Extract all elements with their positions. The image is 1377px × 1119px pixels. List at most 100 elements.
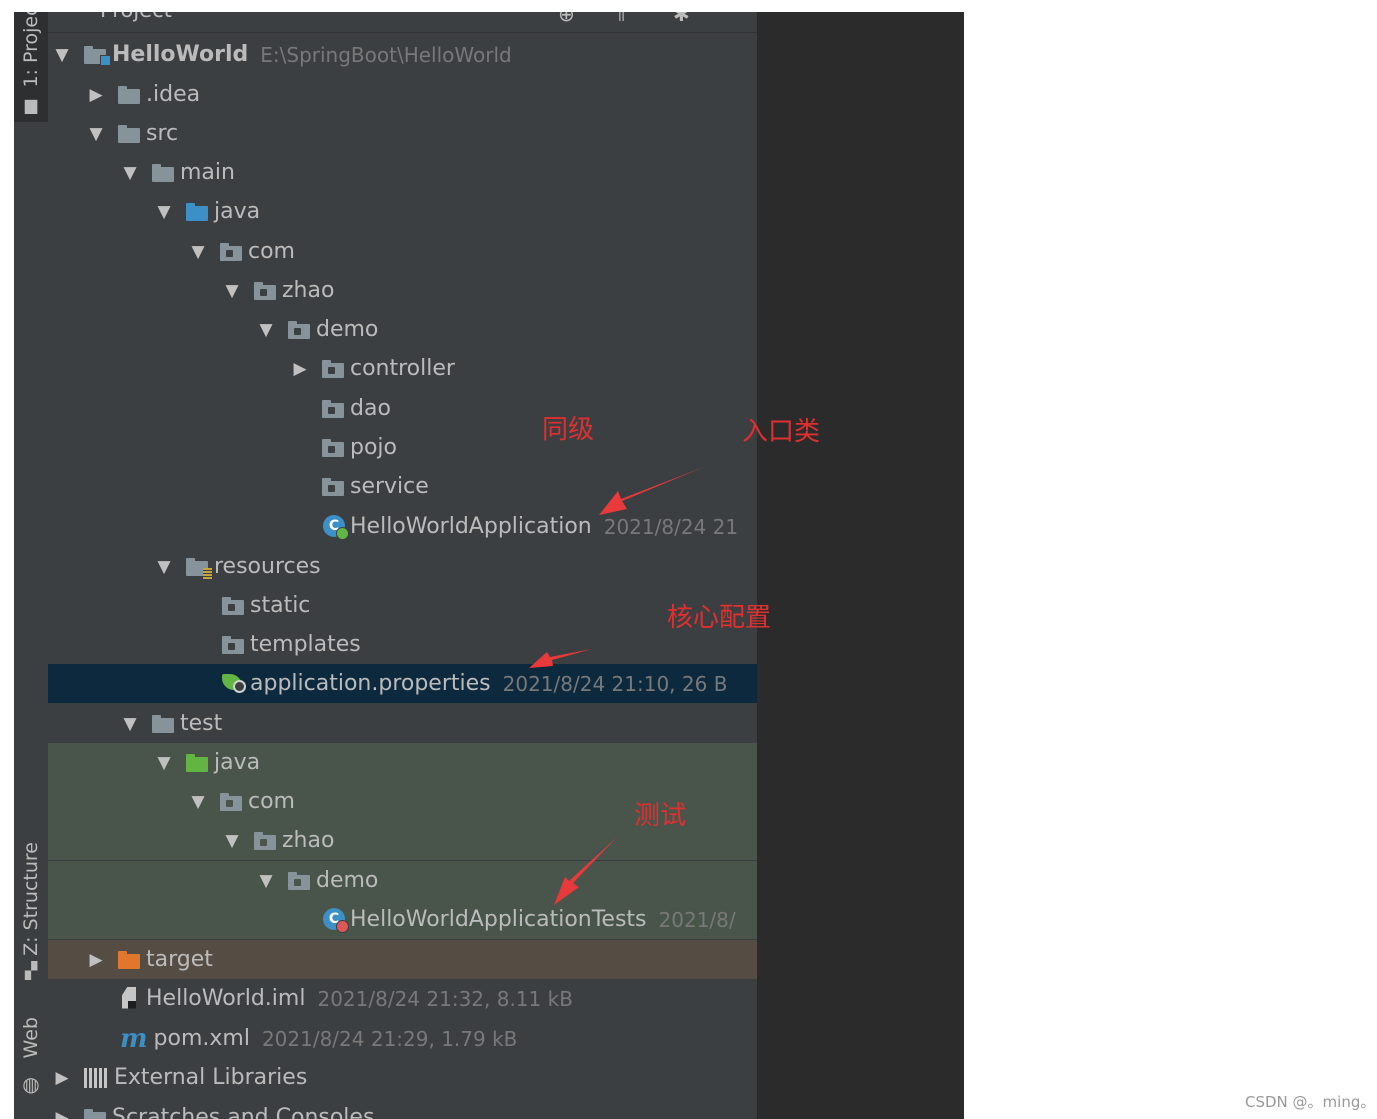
tree-label: pojo <box>350 435 397 460</box>
package-icon <box>254 281 278 300</box>
maven-icon: m <box>120 1023 148 1054</box>
expanded-arrow-icon[interactable]: ▼ <box>123 162 137 183</box>
collapsed-arrow-icon[interactable]: ▶ <box>89 949 103 970</box>
collapse-icon[interactable]: ⇑ <box>613 12 630 26</box>
expanded-arrow-icon[interactable]: ▼ <box>89 123 103 144</box>
globe-icon: ◍ <box>22 1072 40 1096</box>
expanded-arrow-icon[interactable]: ▼ <box>157 201 171 222</box>
source-folder-icon <box>186 202 210 221</box>
annotation-test: 测试 <box>634 801 687 831</box>
package-icon <box>322 359 346 378</box>
tree-label: HelloWorld.iml <box>146 986 306 1011</box>
package-icon <box>322 399 346 418</box>
collapsed-arrow-icon[interactable]: ▶ <box>89 84 103 105</box>
file-meta: 2021/8/24 21:29, 1.79 kB <box>261 1026 518 1051</box>
module-folder-icon <box>84 45 111 66</box>
arrow-entry-class <box>599 467 704 515</box>
tree-label: com <box>248 239 295 264</box>
tree-row-external-libraries[interactable]: ▶ External Libraries <box>48 1058 757 1097</box>
folder-icon <box>118 124 142 143</box>
file-meta: 2021/8/ <box>658 907 736 932</box>
tree-label: templates <box>250 632 361 657</box>
tree-row-idea[interactable]: ▶ .idea <box>48 75 757 114</box>
tree-row-test-class[interactable]: C HelloWorldApplicationTests 2021/8/ <box>48 900 757 939</box>
tree-label: zhao <box>282 828 335 853</box>
tree-row-target[interactable]: ▶ target <box>48 940 757 979</box>
annotation-core-config: 核心配置 <box>667 603 772 633</box>
tree-row-pojo[interactable]: pojo <box>48 428 757 467</box>
tree-label: test <box>180 711 223 736</box>
collapsed-arrow-icon[interactable]: ▶ <box>293 358 307 379</box>
tree-row-com-main[interactable]: ▼ com <box>48 232 757 271</box>
tree-row-service[interactable]: service <box>48 467 757 506</box>
tree-row-app-class[interactable]: C HelloWorldApplication 2021/8/24 21 <box>48 507 757 546</box>
tree-label: HelloWorldApplication <box>350 514 592 539</box>
tree-row-pom[interactable]: m pom.xml 2021/8/24 21:29, 1.79 kB <box>48 1019 757 1058</box>
locate-icon[interactable]: ⊕ <box>558 12 575 26</box>
tree-row-zhao-test[interactable]: ▼ zhao <box>48 821 757 860</box>
tree-row-test[interactable]: ▼ test <box>48 704 757 743</box>
expanded-arrow-icon[interactable]: ▼ <box>259 319 273 340</box>
package-icon <box>220 792 244 811</box>
tree-label: pom.xml <box>153 1026 250 1051</box>
settings-gear-icon[interactable]: ✱ <box>673 12 690 26</box>
tree-label: dao <box>350 396 391 421</box>
collapsed-arrow-icon[interactable]: ▶ <box>55 1067 69 1088</box>
package-icon <box>220 242 244 261</box>
structure-tool-tab[interactable]: Z: Structure ▞ <box>14 842 48 982</box>
arrow-test <box>554 837 617 905</box>
watermark: CSDN @。ming。 <box>1245 1093 1376 1111</box>
expanded-arrow-icon[interactable]: ▼ <box>191 791 205 812</box>
root-path: E:\SpringBoot\HelloWorld <box>260 42 512 67</box>
tree-row-com-test[interactable]: ▼ com <box>48 782 757 821</box>
tree-row-root[interactable]: ▼ HelloWorld E:\SpringBoot\HelloWorld <box>48 35 757 74</box>
expanded-arrow-icon[interactable]: ▼ <box>191 241 205 262</box>
tree-row-dao[interactable]: dao <box>48 389 757 428</box>
folder-icon <box>118 85 142 104</box>
tree-label: com <box>248 789 295 814</box>
tree-row-iml[interactable]: HelloWorld.iml 2021/8/24 21:32, 8.11 kB <box>48 979 757 1018</box>
expanded-arrow-icon[interactable]: ▼ <box>225 830 239 851</box>
collapsed-arrow-icon[interactable]: ▶ <box>55 1107 69 1119</box>
libraries-icon <box>84 1067 108 1088</box>
tree-label: .idea <box>146 82 201 107</box>
panel-title[interactable]: Project <box>100 12 172 22</box>
tree-row-src[interactable]: ▼ src <box>48 114 757 153</box>
web-tool-tab[interactable]: Web ◍ <box>14 1017 48 1102</box>
expanded-arrow-icon[interactable]: ▼ <box>157 752 171 773</box>
tree-label: HelloWorld <box>112 42 249 67</box>
file-meta: 2021/8/24 21:10, 26 B <box>502 671 728 696</box>
project-tool-tab[interactable]: 1: Project ▆ <box>14 12 48 122</box>
tree-row-templates[interactable]: templates <box>48 625 757 664</box>
panel-header: Project ⊕ ⇑ ✱ <box>48 12 757 33</box>
tree-row-java-test[interactable]: ▼ java <box>48 743 757 782</box>
tree-row-scratches[interactable]: ▶ Scratches and Consoles <box>48 1098 757 1119</box>
tree-row-app-properties[interactable]: application.properties 2021/8/24 21:10, … <box>48 664 757 703</box>
tree-label: demo <box>316 317 379 342</box>
test-source-folder-icon <box>186 753 210 772</box>
tree-label: External Libraries <box>114 1065 308 1090</box>
tree-row-demo-test[interactable]: ▼ demo <box>48 861 757 900</box>
tree-row-demo-main[interactable]: ▼ demo <box>48 310 757 349</box>
arrow-core-config <box>529 649 592 668</box>
tree-row-controller[interactable]: ▶ controller <box>48 349 757 388</box>
tree-label: controller <box>350 356 455 381</box>
tree-label: main <box>180 160 235 185</box>
tree-row-static[interactable]: static <box>48 586 757 625</box>
tree-row-zhao-main[interactable]: ▼ zhao <box>48 271 757 310</box>
expanded-arrow-icon[interactable]: ▼ <box>123 713 137 734</box>
package-icon <box>222 635 246 654</box>
file-meta: 2021/8/24 21:32, 8.11 kB <box>317 986 573 1011</box>
expanded-arrow-icon[interactable]: ▼ <box>225 280 239 301</box>
tree-row-resources[interactable]: ▼ resources <box>48 547 757 586</box>
spring-boot-class-icon: C <box>322 514 349 540</box>
package-icon <box>288 871 312 890</box>
expanded-arrow-icon[interactable]: ▼ <box>259 870 273 891</box>
tree-row-main[interactable]: ▼ main <box>48 153 757 192</box>
resources-folder-icon <box>186 557 212 579</box>
scratches-icon <box>84 1108 108 1119</box>
expanded-arrow-icon[interactable]: ▼ <box>157 556 171 577</box>
tree-row-java-main[interactable]: ▼ java <box>48 192 757 231</box>
expanded-arrow-icon[interactable]: ▼ <box>55 44 69 65</box>
